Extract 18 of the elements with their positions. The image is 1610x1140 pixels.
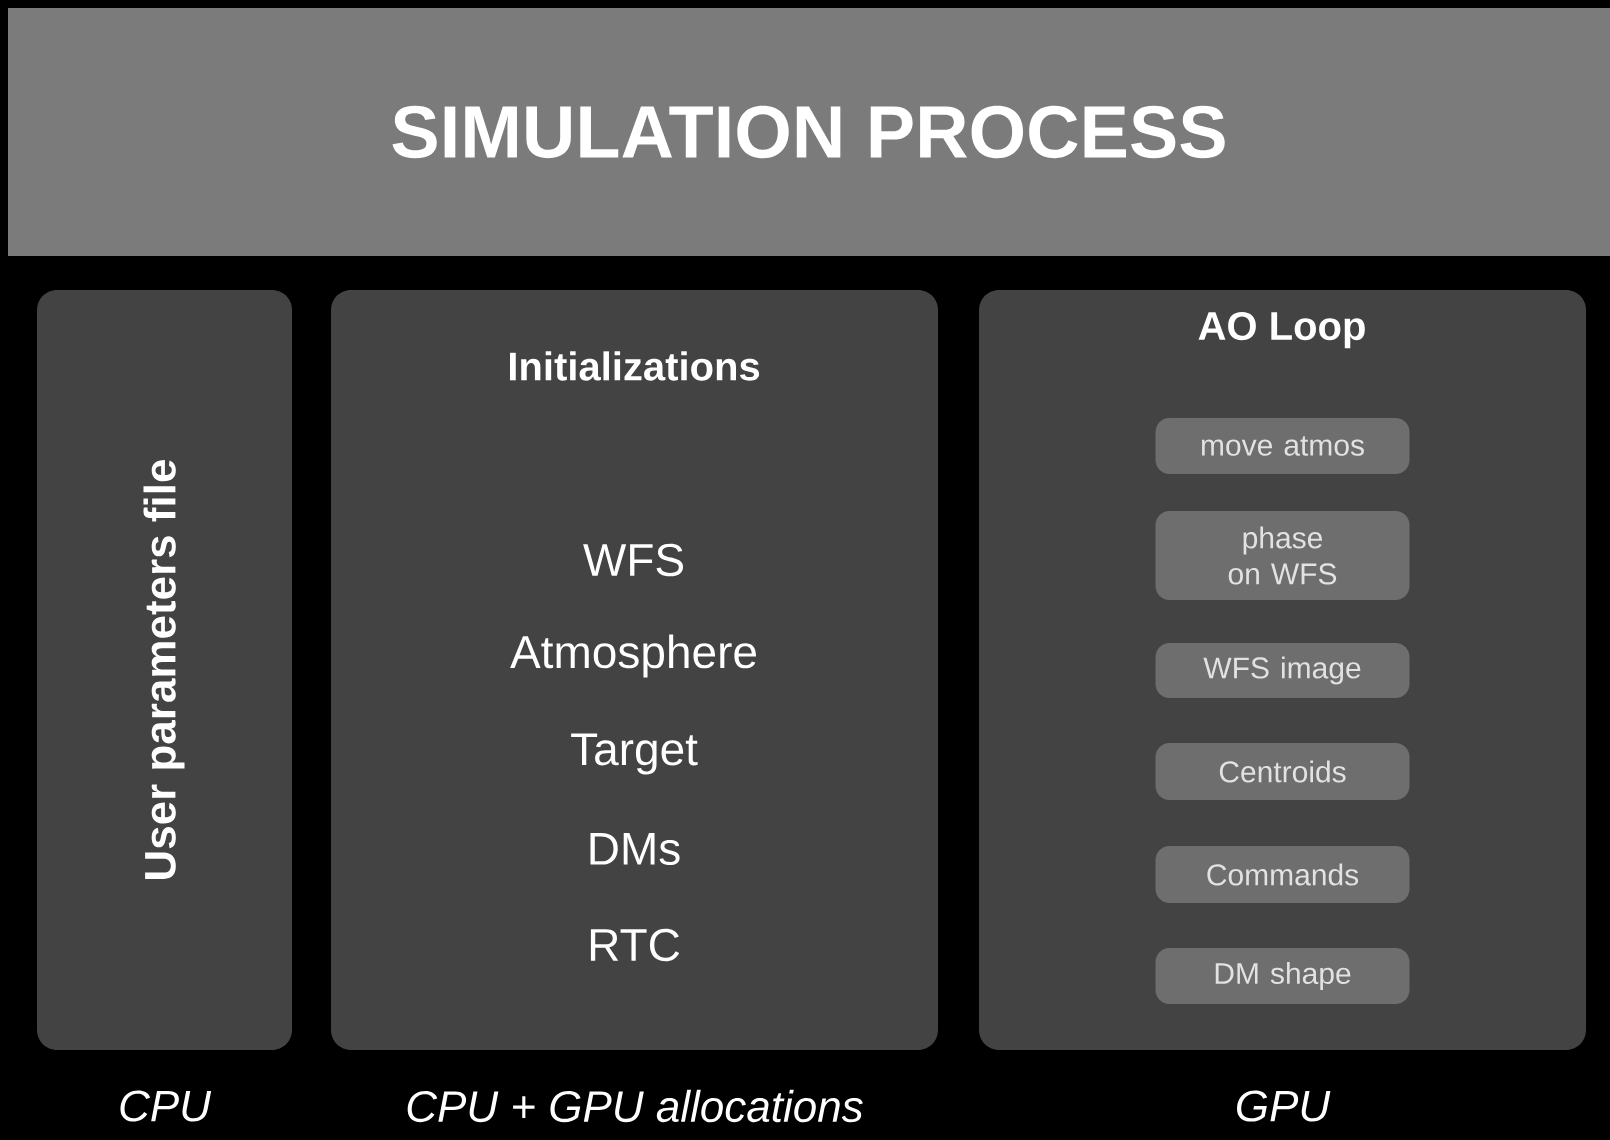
node-label: CPU: [120, 1090, 212, 1122]
step-box: move atmos: [1155, 418, 1410, 474]
panel-heading: Initializations: [510, 351, 760, 381]
list-item: RTC: [590, 928, 680, 962]
node-label: CPU + GPU allocations: [407, 1089, 863, 1123]
step-box: DM shape: [1155, 948, 1410, 1004]
list-item: WFS: [583, 543, 683, 577]
step-box: WFS image: [1155, 643, 1410, 698]
step-box: Commands: [1155, 846, 1410, 903]
step-box: phase on WFS: [1155, 511, 1410, 600]
panel-heading: AO Loop: [1198, 311, 1365, 349]
step-box: Centroids: [1155, 743, 1410, 800]
list-item: DMs: [590, 832, 680, 866]
list-item: Target: [571, 733, 698, 775]
title-band: SIMULATION PROCESS: [8, 8, 1610, 256]
node-label: GPU: [1237, 1090, 1331, 1122]
text-label: User parameters file: [143, 460, 185, 879]
list-item: Atmosphere: [510, 634, 756, 678]
